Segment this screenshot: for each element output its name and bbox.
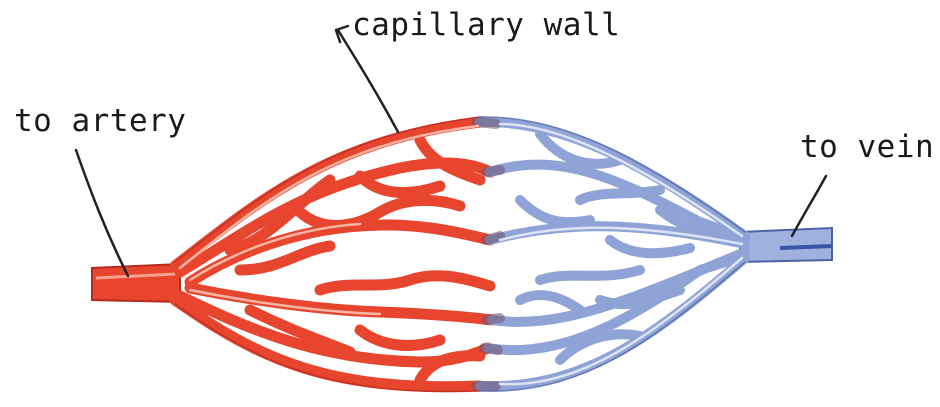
capillary-network xyxy=(175,117,745,392)
to-artery-label: to artery xyxy=(14,106,186,137)
capillary-wall-arrowhead xyxy=(336,26,348,42)
vein-leader xyxy=(792,176,826,236)
arteriole xyxy=(92,264,180,302)
artery-leader xyxy=(76,150,128,276)
capillary-wall-leader xyxy=(338,30,398,132)
venule-dark-edge xyxy=(780,246,832,248)
to-vein-label: to vein xyxy=(800,132,934,163)
capillary-wall-label: capillary wall xyxy=(352,10,620,41)
